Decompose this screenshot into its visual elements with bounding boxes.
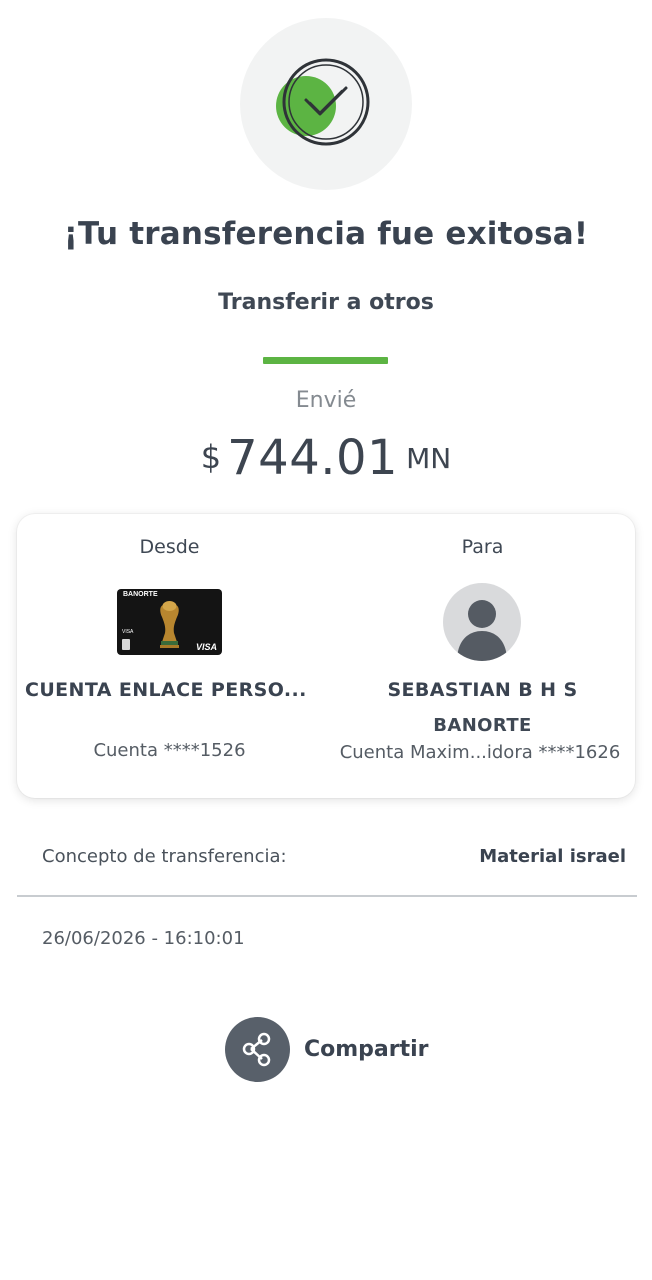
share-icon bbox=[242, 1032, 271, 1066]
to-label: Para bbox=[461, 536, 504, 558]
from-account-name: CUENTA ENLACE PERSO... bbox=[25, 679, 307, 701]
from-account-number: Cuenta ****1526 bbox=[93, 740, 246, 761]
recipient-avatar bbox=[443, 583, 521, 661]
divider bbox=[17, 895, 637, 897]
share-label[interactable]: Compartir bbox=[304, 1036, 429, 1062]
page-subtitle: Transferir a otros bbox=[218, 290, 434, 315]
bank-card-image: BANORTE VISA VISA bbox=[117, 589, 222, 655]
trophy-icon bbox=[122, 601, 179, 650]
transfer-datetime: 26/06/2026 - 16:10:01 bbox=[42, 928, 245, 949]
from-label: Desde bbox=[139, 536, 200, 558]
concept-value: Material israel bbox=[479, 846, 626, 867]
amount-label: Envié bbox=[295, 388, 357, 413]
person-icon bbox=[457, 600, 507, 661]
card-network: VISA bbox=[195, 642, 217, 652]
share-icon-circle[interactable] bbox=[225, 1016, 290, 1082]
currency-symbol: $ bbox=[200, 438, 222, 476]
transfer-card: Desde Para BANORTE VISA VISA CUENTA ENLA… bbox=[17, 514, 635, 798]
success-badge bbox=[240, 18, 412, 190]
card-brand: BANORTE bbox=[123, 591, 158, 598]
currency-unit: MN bbox=[406, 442, 452, 475]
to-recipient-name: SEBASTIAN B H S bbox=[387, 679, 578, 701]
card-mini-network: VISA bbox=[122, 629, 134, 635]
amount-value: 744.01 bbox=[227, 430, 399, 486]
concept-label: Concepto de transferencia: bbox=[42, 846, 287, 867]
page-title: ¡Tu transferencia fue exitosa! bbox=[63, 216, 589, 252]
accent-divider bbox=[263, 357, 388, 364]
success-check-icon bbox=[276, 58, 370, 146]
to-bank-name: BANORTE bbox=[433, 715, 532, 736]
to-account-number: Cuenta Maxim...idora ****1626 bbox=[339, 742, 621, 763]
share-button[interactable]: Compartir bbox=[225, 1016, 429, 1082]
